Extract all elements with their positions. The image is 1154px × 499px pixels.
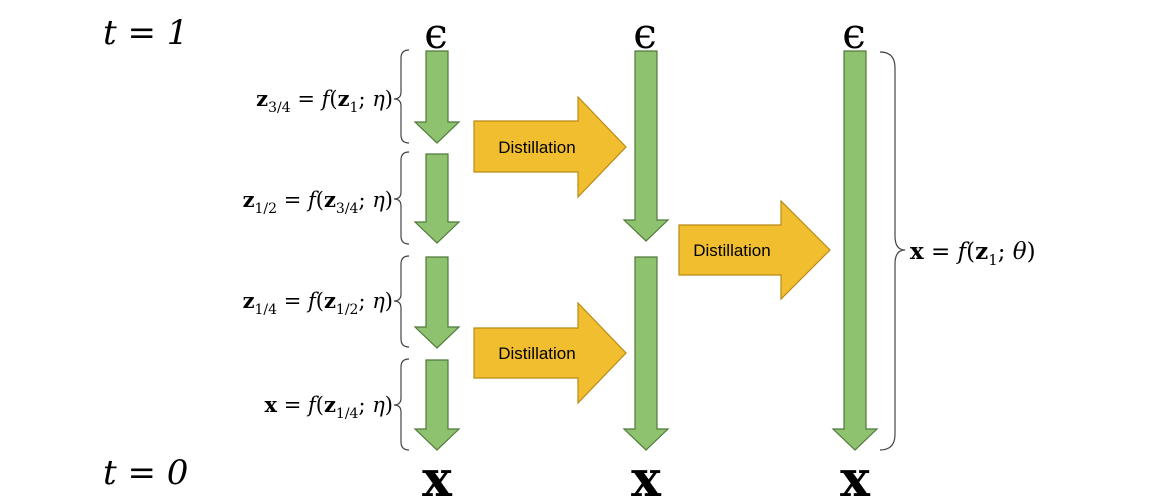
data-symbol-column-3: x xyxy=(840,449,871,499)
distillation-arrow-1: Distillation xyxy=(473,95,627,199)
equation-step-1: z3/4 = f(z1; η) xyxy=(256,86,393,116)
step-arrow-col3-1 xyxy=(831,50,879,451)
brace-step-1 xyxy=(393,49,410,144)
step-arrow-col1-4 xyxy=(413,359,461,451)
equation-final: x = f(z1; θ) xyxy=(910,238,1036,269)
noise-symbol-column-3: ϵ xyxy=(842,9,866,58)
distillation-arrow-2: Distillation xyxy=(473,301,627,405)
equation-step-3: z1/4 = f(z1/2; η) xyxy=(243,288,393,318)
step-braces xyxy=(393,49,410,451)
step-arrow-col1-2 xyxy=(413,153,461,244)
distillation-label-2: Distillation xyxy=(498,344,575,363)
step-arrow-col2-2 xyxy=(622,256,670,451)
data-symbol-column-2: x xyxy=(631,449,662,499)
equation-step-4: x = f(z1/4; η) xyxy=(265,392,394,422)
step-arrow-col1-1 xyxy=(413,50,461,144)
step-arrow-col2-1 xyxy=(622,50,670,242)
brace-step-2 xyxy=(393,151,410,245)
distillation-label-3: Distillation xyxy=(693,241,770,260)
brace-step-4 xyxy=(393,358,410,451)
distillation-label-1: Distillation xyxy=(498,138,575,157)
equation-step-2: z1/2 = f(z3/4; η) xyxy=(243,187,393,217)
time-label-bottom: t = 0 xyxy=(103,453,188,493)
data-symbol-column-1: x xyxy=(422,449,453,499)
noise-symbol-column-1: ϵ xyxy=(424,9,448,58)
step-arrow-col1-3 xyxy=(413,256,461,349)
brace-final xyxy=(879,51,906,451)
time-label-top: t = 1 xyxy=(103,13,188,53)
brace-step-3 xyxy=(393,255,410,348)
noise-symbol-column-2: ϵ xyxy=(633,9,657,58)
distillation-arrow-3: Distillation xyxy=(678,199,831,301)
